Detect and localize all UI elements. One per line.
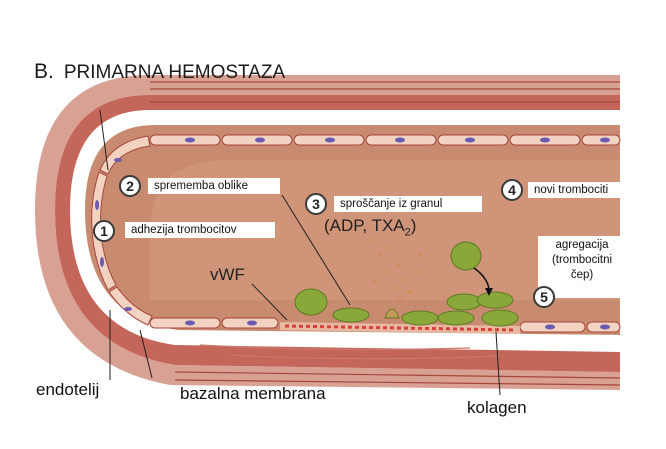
- step-5-label: agregacija (trombocitni čep): [538, 236, 626, 298]
- step-1-label: adhezija trombocitov: [125, 222, 275, 238]
- step-4-number: 4: [501, 179, 523, 201]
- bazalna-membrana-label: bazalna membrana: [180, 384, 326, 403]
- vwf-fibres: [284, 324, 516, 332]
- outer-wall: [35, 75, 620, 390]
- mediators-text: (ADP, TXA2): [324, 216, 417, 239]
- aggregation-arrowhead: [485, 288, 493, 296]
- vwf-label: vWF: [210, 265, 245, 284]
- step-5-number: 5: [533, 286, 555, 308]
- kolagen-label: kolagen: [467, 398, 527, 417]
- endotelij-label: endotelij: [36, 380, 100, 399]
- step-2-label: sprememba oblike: [148, 178, 280, 194]
- step-1-number: 1: [93, 220, 115, 242]
- diagram-title: B. PRIMARNA HEMOSTAZA: [34, 60, 285, 84]
- step-2-number: 2: [119, 175, 141, 197]
- released-granules: [370, 238, 422, 300]
- step-4-label: novi trombociti: [528, 182, 624, 198]
- title-letter: B.: [34, 60, 54, 83]
- step-3-label: sproščanje iz granul: [334, 196, 482, 212]
- platelets: [294, 241, 519, 327]
- endothelial-cells-top: [149, 134, 621, 146]
- title-text: PRIMARNA HEMOSTAZA: [63, 62, 286, 83]
- collagen-fibres: [199, 344, 501, 360]
- leader-lines: [99, 109, 501, 396]
- endothelial-cells-bottom: [149, 317, 621, 333]
- endothelial-cells-curve: [91, 135, 153, 326]
- wall-striations: [150, 81, 621, 386]
- step-3-number: 3: [305, 193, 327, 215]
